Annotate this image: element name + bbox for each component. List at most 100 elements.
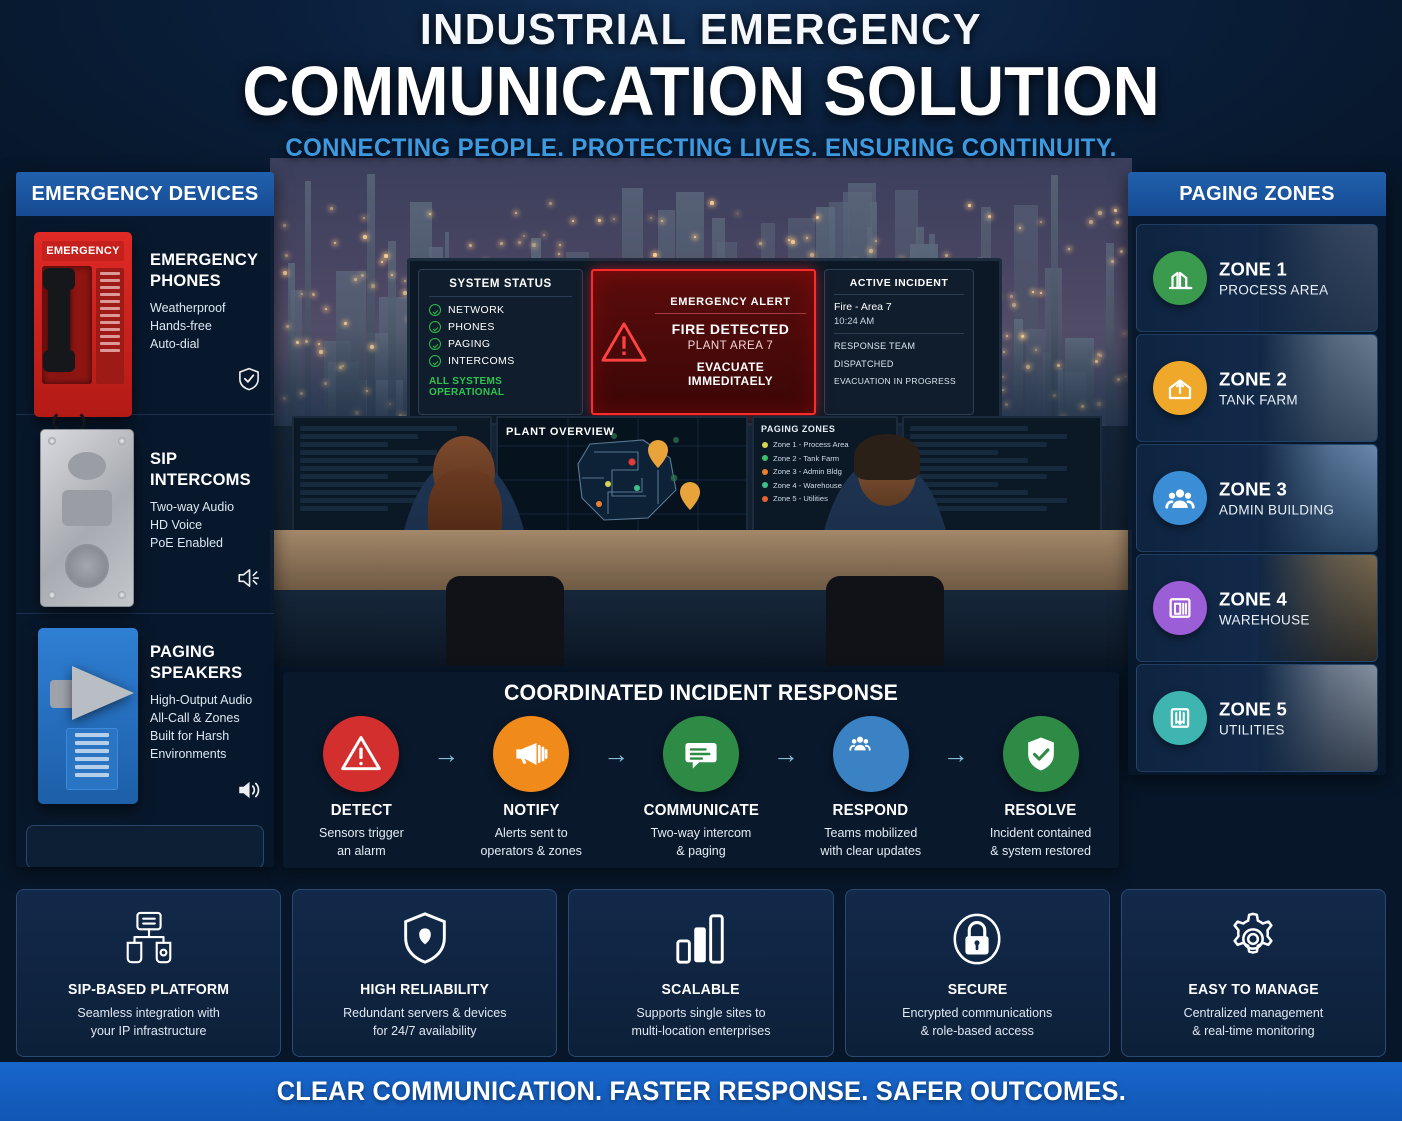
speaker-wave-icon <box>238 569 260 587</box>
refinery-light <box>661 220 664 223</box>
flow-arrow-4: → <box>942 738 969 769</box>
refinery-light <box>559 244 561 246</box>
feature-card-sip-based-platform[interactable]: SIP-BASED PLATFORM Seamless integration … <box>16 889 282 1057</box>
refinery-light <box>558 253 560 255</box>
tank-icon <box>1168 379 1192 400</box>
zone-number: ZONE 1 <box>1219 258 1288 280</box>
zone-card-5[interactable]: ZONE 5 UTILITIES <box>1136 664 1378 772</box>
refinery-light <box>301 293 304 296</box>
zone-card-3[interactable]: ZONE 3 ADMIN BUILDING <box>1136 444 1378 552</box>
zone-number: ZONE 3 <box>1219 478 1288 500</box>
refinery-light <box>1019 227 1022 230</box>
zone-name: UTILITIES <box>1219 722 1285 738</box>
feature-card-high-reliability[interactable]: HIGH RELIABILITY Redundant servers & dev… <box>292 889 558 1057</box>
refinery-light <box>429 213 431 215</box>
operator-right-chair <box>826 576 944 666</box>
chat-bubble-icon <box>685 743 717 769</box>
zone-thumbnail-fade <box>1259 445 1377 551</box>
check-circle-icon <box>429 304 441 316</box>
check-circle-icon <box>429 355 441 367</box>
device-feature: Environments <box>150 747 227 761</box>
device-card-emergency-phones[interactable]: EMERGENCY EMERGENCY PHONES Weatherp <box>16 216 274 435</box>
utilities-icon <box>1170 708 1190 728</box>
incident-name: Fire - Area 7 <box>834 301 892 313</box>
device-card-sip-intercoms[interactable]: SIP INTERCOMS Two-way Audio HD Voice PoE… <box>16 415 274 614</box>
header-line-1: INDUSTRIAL EMERGENCY <box>420 5 982 54</box>
warning-triangle-icon <box>601 322 647 362</box>
system-status-panel: SYSTEM STATUS NETWORK PHONES PAGING INTE… <box>418 269 583 415</box>
flow-step-desc: Two-way intercom& paging <box>650 826 752 858</box>
device-name-line-1: EMERGENCY <box>150 251 259 269</box>
zone-text: ZONE 4 WAREHOUSE <box>1219 589 1310 628</box>
zone-thumbnail-fade <box>1259 335 1377 441</box>
zone-number: ZONE 4 <box>1219 588 1288 610</box>
refinery-light <box>1040 221 1042 223</box>
feature-title: HIGH RELIABILITY <box>360 982 490 998</box>
refinery-light <box>1010 295 1013 298</box>
refinery-light <box>806 237 808 239</box>
refinery-light <box>283 271 287 275</box>
refinery-icon <box>1168 271 1193 290</box>
refinery-stack <box>305 181 312 458</box>
zone-text: ZONE 5 UTILITIES <box>1219 699 1287 738</box>
status-label: NETWORK <box>448 304 505 316</box>
refinery-light <box>598 219 601 222</box>
incident-status-3: EVACUATION IN PROGRESS <box>834 376 956 386</box>
device-card-paging-speakers[interactable]: PAGING SPEAKERS High-Output Audio All-Ca… <box>16 614 274 813</box>
flow-step-resolve[interactable]: RESOLVE Incident contained& system resto… <box>976 716 1105 860</box>
refinery-light <box>391 274 394 277</box>
refinery-light <box>653 253 657 257</box>
all-systems-operational-label: ALL SYSTEMS OPERATIONAL <box>429 376 505 398</box>
bottom-banner: CLEAR COMMUNICATION. FASTER RESPONSE. SA… <box>0 1062 1402 1121</box>
alert-location: PLANT AREA 7 <box>687 340 774 352</box>
zone-card-1[interactable]: ZONE 1 PROCESS AREA <box>1136 224 1378 332</box>
zone-name: TANK FARM <box>1219 392 1298 408</box>
refinery-light <box>1120 250 1123 253</box>
zone-monitor-label: Zone 4 - Warehouse <box>773 480 842 490</box>
refinery-light <box>968 204 971 207</box>
device-name-line-1: PAGING <box>150 643 216 661</box>
paging-speaker-image <box>38 628 138 804</box>
zone-name: WAREHOUSE <box>1219 612 1310 628</box>
network-nodes-icon <box>126 911 171 964</box>
incident-status-1: RESPONSE TEAM <box>834 341 916 351</box>
zone-card-2[interactable]: ZONE 2 TANK FARM <box>1136 334 1378 442</box>
lock-icon <box>953 913 1001 965</box>
device-feature: High-Output Audio <box>150 693 253 707</box>
zone-monitor-label: Zone 5 - Utilities <box>773 494 828 503</box>
feature-card-secure[interactable]: SECURE Encrypted communications& role-ba… <box>844 889 1110 1057</box>
zone-monitor-label: Zone 3 - Admin Bldg <box>773 467 842 476</box>
bar-chart-icon <box>676 914 724 964</box>
zone-monitor-row: Zone 4 - Warehouse <box>762 481 849 490</box>
paging-zones-monitor-list: Zone 1 - Process Area Zone 2 - Tank Farm… <box>762 440 849 508</box>
zone-card-4[interactable]: ZONE 4 WAREHOUSE <box>1136 554 1378 662</box>
feature-cards-row: SIP-BASED PLATFORM Seamless integration … <box>16 889 1387 1057</box>
refinery-light <box>403 291 407 295</box>
main-wall-monitor: SYSTEM STATUS NETWORK PHONES PAGING INTE… <box>407 258 1002 426</box>
refinery-light <box>759 242 762 245</box>
flow-step-icon-badge <box>832 716 909 792</box>
feature-title: SIP-BASED PLATFORM <box>68 982 230 998</box>
feature-card-easy-to-manage[interactable]: EASY TO MANAGE Centralized management& r… <box>1120 889 1387 1057</box>
zone-monitor-label: Zone 2 - Tank Farm <box>773 453 840 463</box>
paging-zones-panel: PAGING ZONES ZONE 1 PROCESS AREA ZONE 2 … <box>1128 172 1386 775</box>
secondary-dashboard-monitor <box>902 416 1102 534</box>
feature-icon-wrap <box>27 908 270 970</box>
zone-monitor-row: Zone 3 - Admin Bldg <box>762 467 849 476</box>
emergency-phone-image: EMERGENCY <box>34 232 132 435</box>
plant-overview-monitor: PLANT OVERVIEW <box>496 416 748 534</box>
sip-intercom-image <box>40 429 134 607</box>
flow-step-communicate[interactable]: COMMUNICATE Two-way intercom& paging <box>637 716 766 860</box>
zone-thumbnail-fade <box>1259 225 1377 331</box>
header-tagline: CONNECTING PEOPLE. PROTECTING LIVES. ENS… <box>285 134 1117 162</box>
refinery-light <box>518 241 521 244</box>
refinery-light <box>523 235 525 237</box>
refinery-light <box>810 253 814 257</box>
